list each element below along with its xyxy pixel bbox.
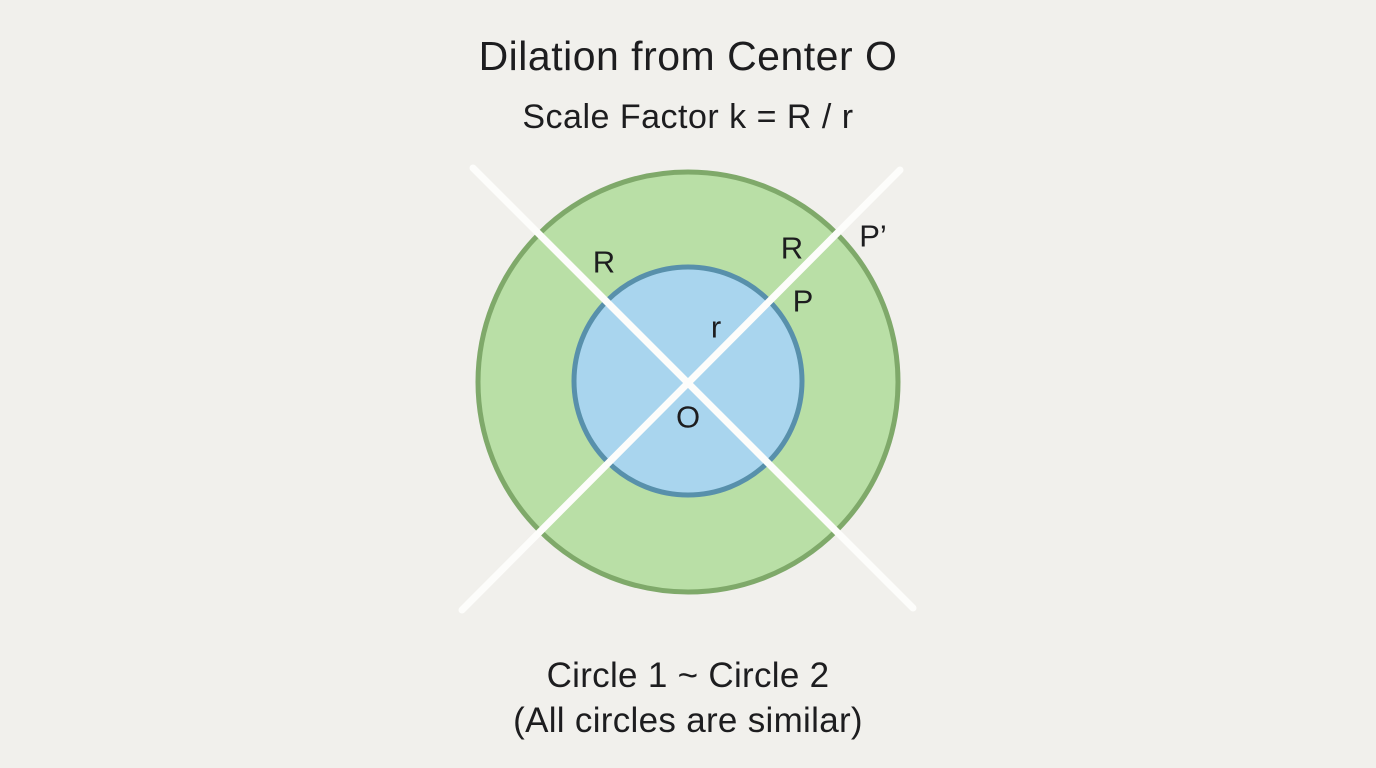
label-preimage-point: P — [793, 284, 814, 319]
dilation-ray-1 — [469, 164, 917, 612]
dilation-ray-2 — [458, 166, 904, 614]
label-center: O — [676, 400, 700, 435]
caption-all-circles-similar: (All circles are similar) — [513, 701, 863, 740]
caption-similarity: Circle 1 ~ Circle 2 — [546, 656, 830, 695]
label-image-point: P’ — [859, 219, 887, 254]
label-outer-radius-right: R — [781, 231, 803, 266]
label-inner-radius: r — [711, 310, 721, 345]
label-outer-radius-left: R — [593, 245, 615, 280]
diagram-title: Dilation from Center O — [478, 33, 898, 79]
diagram-subtitle: Scale Factor k = R / r — [522, 98, 854, 136]
